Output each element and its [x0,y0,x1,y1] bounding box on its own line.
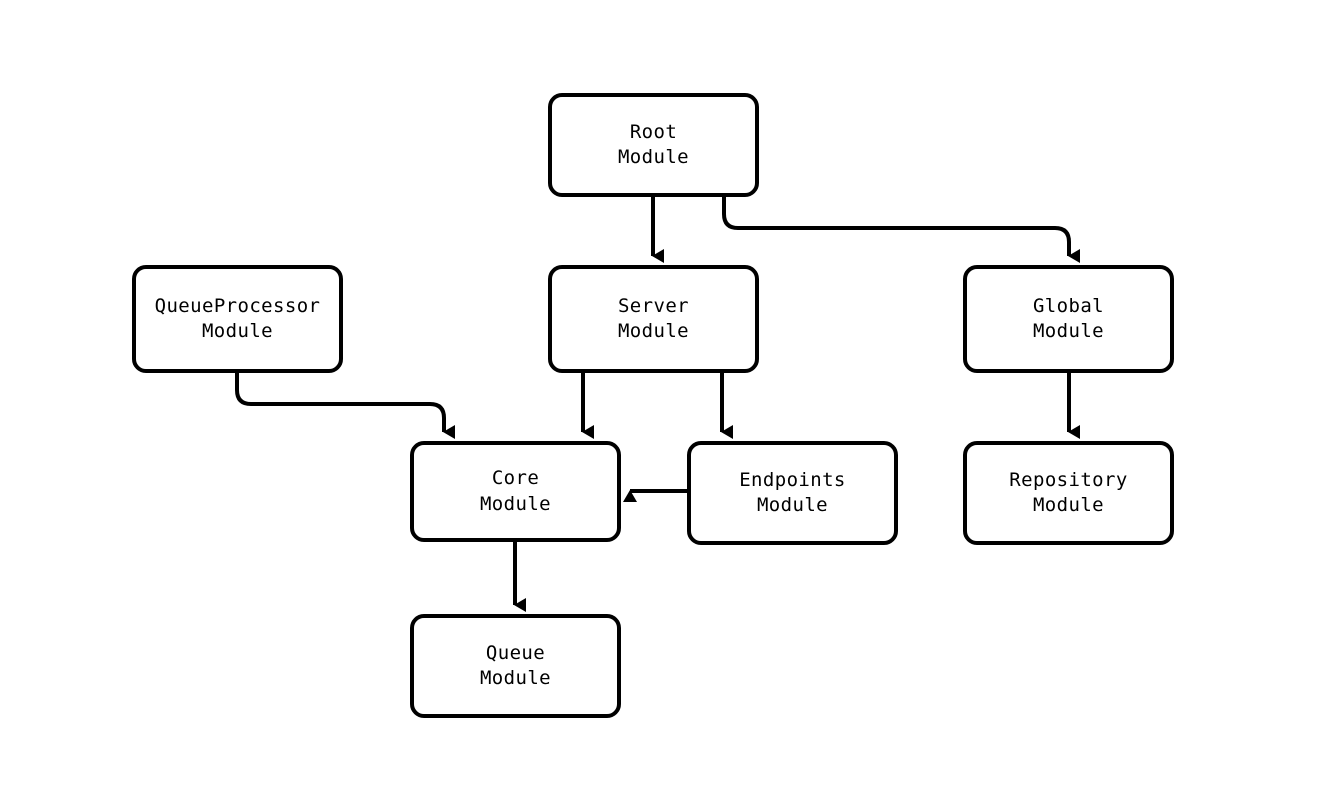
node-queue-module[interactable]: Queue Module [410,614,621,718]
edge-root-to-global [722,197,1080,263]
node-label: Global Module [1032,294,1105,342]
node-root-module[interactable]: Root Module [548,93,759,197]
node-label: Server Module [617,294,690,342]
node-label: QueueProcessor Module [154,294,321,342]
node-server-module[interactable]: Server Module [548,265,759,373]
edge-queueprocessor-to-core [235,373,455,439]
node-label: Queue Module [479,641,552,689]
node-core-module[interactable]: Core Module [410,441,621,542]
node-global-module[interactable]: Global Module [963,265,1174,373]
node-repository-module[interactable]: Repository Module [963,441,1174,545]
node-label: Root Module [617,120,690,168]
node-label: Repository Module [1009,468,1128,516]
node-endpoints-module[interactable]: Endpoints Module [687,441,898,545]
node-label: Endpoints Module [739,468,846,516]
node-label: Core Module [479,467,552,515]
node-queueprocessor-module[interactable]: QueueProcessor Module [132,265,343,373]
